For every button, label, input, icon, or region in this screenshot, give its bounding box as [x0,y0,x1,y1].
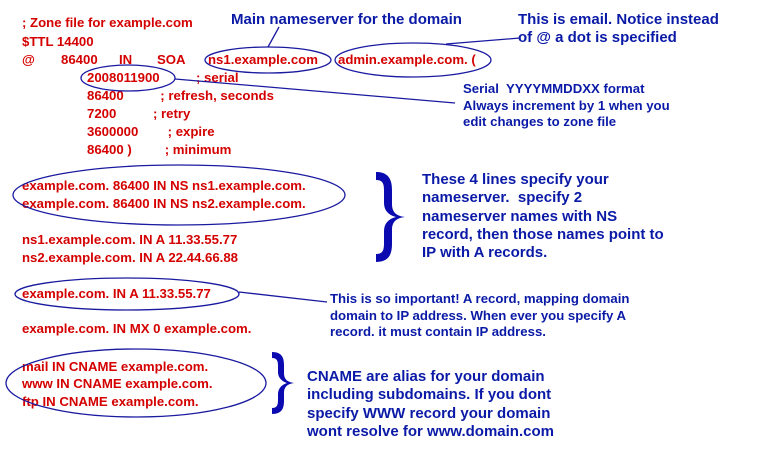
serial-pointer [174,78,456,104]
serial-comment: ; serial [196,70,239,85]
ns-records-highlight [12,164,346,226]
soa-origin: @ [22,52,35,67]
a-record-ns2: ns2.example.com. IN A 22.44.66.88 [22,250,239,265]
soa-primary-ns: ns1.example.com [208,52,318,67]
a-record-highlight [14,277,240,311]
expire-line: 3600000 ; expire [87,124,215,139]
soa-admin-email: admin.example.com. ( [338,52,476,67]
email-pointer [445,37,521,45]
annotation-main-nameserver: Main nameserver for the domain [231,11,462,28]
zone-comment: ; Zone file for example.com [22,15,193,30]
cname-www: www IN CNAME example.com. [22,376,213,391]
soa-class: IN [119,52,133,67]
ns-record-1: example.com. 86400 IN NS ns1.example.com… [22,178,306,193]
admin-email-highlight [334,42,492,78]
retry-line: 7200 ; retry [87,106,191,121]
minimum-line: 86400 ) ; minimum [87,142,232,157]
mx-record: example.com. IN MX 0 example.com. [22,321,252,336]
serial-highlight [80,64,176,92]
annotation-serial: Serial YYYYMMDDXX format Always incremen… [463,81,670,129]
cname-brace [272,352,294,414]
annotation-ns-lines: These 4 lines specify your nameserver. s… [422,171,664,262]
soa-type: SOA [157,52,186,67]
primary-ns-highlight [204,46,332,74]
a-record-ns1: ns1.example.com. IN A 11.33.55.77 [22,232,238,247]
main-nameserver-pointer [267,26,280,48]
ns-record-2: example.com. 86400 IN NS ns2.example.com… [22,196,306,211]
annotation-cname: CNAME are alias for your domain includin… [307,368,554,440]
annotation-email: This is email. Notice instead of @ a dot… [518,11,719,47]
ns-lines-brace [376,172,405,262]
a-record-pointer [238,291,328,303]
ttl-directive: $TTL 14400 [22,34,94,49]
cname-records-highlight [5,348,267,418]
soa-ttl: 86400 [61,52,98,67]
refresh-line: 86400 ; refresh, seconds [87,88,274,103]
a-record-domain: example.com. IN A 11.33.55.77 [22,286,211,301]
serial-value: 2008011900 [87,70,160,85]
annotation-a-record: This is so important! A record, mapping … [330,291,630,339]
